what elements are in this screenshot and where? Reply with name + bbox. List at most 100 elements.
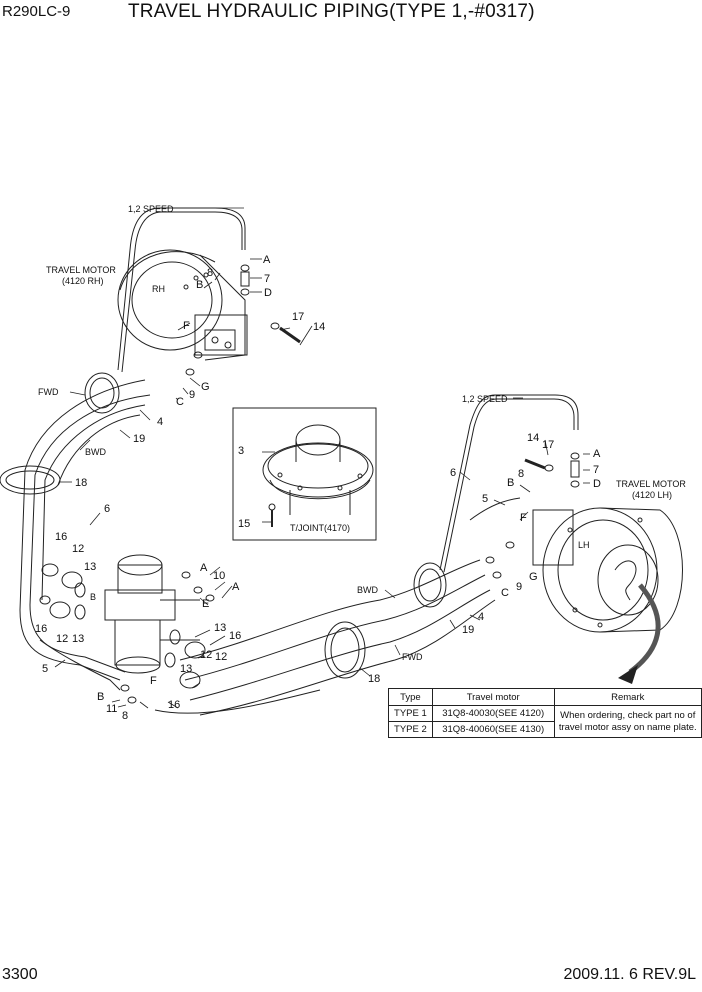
label-n8b: 8 [518, 468, 524, 480]
label-n15: 15 [238, 518, 250, 530]
motor-type-table: Type Travel motor Remark TYPE 1 31Q8-400… [388, 688, 702, 738]
pilot-line-lh [439, 394, 579, 571]
remark-line1: When ordering, check part no of [560, 709, 696, 721]
cell-motor: 31Q8-40060(SEE 4130) [431, 721, 555, 738]
table-row: TYPE 2 31Q8-40060(SEE 4130) [388, 721, 702, 738]
label-n14b: 14 [527, 432, 539, 444]
page-number: 3300 [2, 966, 38, 983]
label-n7a: 7 [264, 273, 270, 285]
rh-travel-motor [117, 249, 248, 361]
label-n18a: 18 [75, 477, 87, 489]
label-port-c2: C [501, 587, 509, 599]
label-n19a: 19 [133, 433, 145, 445]
label-fwd-left: FWD [38, 387, 59, 397]
label-tjoint: T/JOINT(4170) [290, 523, 350, 533]
label-n16c: 16 [229, 630, 241, 642]
label-travel-motor-lh: TRAVEL MOTOR [616, 479, 686, 489]
label-n7b: 7 [593, 464, 599, 476]
label-n9a: 9 [189, 389, 195, 401]
label-lh: LH [578, 540, 590, 550]
label-fwd-right: FWD [402, 652, 423, 662]
label-n14a: 14 [313, 321, 325, 333]
label-n6b: 6 [450, 467, 456, 479]
label-n4a: 4 [157, 416, 163, 428]
label-port-f2: F [520, 512, 527, 524]
label-n9b: 9 [516, 581, 522, 593]
col-travel-motor: Travel motor [431, 688, 555, 706]
label-port-c1: C [176, 396, 184, 408]
label-travel-motor-rh: TRAVEL MOTOR [46, 265, 116, 275]
callout-arrow [628, 583, 661, 675]
label-n16a: 16 [55, 531, 67, 543]
label-n4b: 4 [478, 611, 484, 623]
label-n16b: 16 [35, 623, 47, 635]
label-rh: RH [152, 284, 165, 294]
label-port-e: E [202, 598, 209, 610]
label-n17b: 17 [542, 439, 554, 451]
diagram-labels: 1,2 SPEED TRAVEL MOTOR (4120 RH) RH A 7 … [35, 204, 686, 722]
label-n3: 3 [238, 445, 244, 457]
col-remark: Remark [553, 688, 702, 706]
label-port-b4: B [97, 691, 104, 703]
label-port-d2: D [593, 478, 601, 490]
model-code: R290LC-9 [2, 3, 71, 20]
col-type: Type [388, 688, 433, 706]
date-revision: 2009.11. 6 REV.9L [563, 966, 696, 983]
cell-type: TYPE 1 [388, 705, 433, 722]
label-speed-top: 1,2 SPEED [128, 204, 174, 214]
label-n17a: 17 [292, 311, 304, 323]
label-port-a2: A [593, 448, 601, 460]
label-n5b: 5 [42, 663, 48, 675]
label-travel-motor-rh-ref: (4120 RH) [62, 276, 104, 286]
label-n13c: 13 [214, 622, 226, 634]
label-n13d: 13 [180, 663, 192, 675]
label-n12a: 12 [72, 543, 84, 555]
label-n10: 10 [213, 570, 225, 582]
label-n19b: 19 [462, 624, 474, 636]
label-port-a1: A [263, 254, 271, 266]
tjoint-inset [232, 407, 377, 541]
remark-line2: travel motor assy on name plate. [558, 721, 697, 733]
label-port-f1: F [183, 320, 190, 332]
fittings [39, 264, 580, 704]
label-port-a4: A [232, 581, 240, 593]
label-bwd-left: BWD [85, 447, 106, 457]
label-n12b: 12 [56, 633, 68, 645]
drain-hose-left [39, 639, 121, 691]
center-valve-block [104, 554, 200, 674]
label-port-g1: G [201, 381, 210, 393]
cell-motor: 31Q8-40030(SEE 4120) [431, 705, 555, 722]
label-port-g2: G [529, 571, 538, 583]
label-speed-right: 1,2 SPEED [462, 394, 508, 404]
lh-travel-motor [532, 507, 683, 633]
label-n18b: 18 [368, 673, 380, 685]
label-n5a: 5 [482, 493, 488, 505]
label-port-a3: A [200, 562, 208, 574]
label-bwd-right: BWD [357, 585, 378, 595]
label-n12c: 12 [200, 649, 212, 661]
leader-lines [54, 207, 590, 709]
label-port-b3: B [90, 592, 96, 602]
hose-bundle-right [179, 559, 496, 716]
label-n12d: 12 [215, 651, 227, 663]
hose-bundle-left [0, 372, 151, 681]
label-port-b1: B [196, 279, 203, 291]
cell-remark: When ordering, check part no of travel m… [553, 705, 702, 738]
label-port-d1: D [264, 287, 272, 299]
label-port-f3: F [150, 675, 157, 687]
cell-type: TYPE 2 [388, 721, 433, 738]
page-title: TRAVEL HYDRAULIC PIPING(TYPE 1,-#0317) [128, 1, 535, 22]
label-travel-motor-lh-ref: (4120 LH) [632, 490, 672, 500]
label-n8c: 8 [122, 710, 128, 722]
table-header-row: Type Travel motor Remark [388, 688, 702, 706]
label-n8a: 8 [207, 267, 213, 279]
label-n13b: 13 [72, 633, 84, 645]
pilot-line-rh [117, 207, 246, 371]
label-n16d: 16 [168, 699, 180, 711]
label-n6a: 6 [104, 503, 110, 515]
label-port-b2: B [507, 477, 514, 489]
table-row: TYPE 1 31Q8-40030(SEE 4120) When orderin… [388, 705, 702, 738]
label-n13a: 13 [84, 561, 96, 573]
label-n11: 11 [106, 703, 117, 715]
